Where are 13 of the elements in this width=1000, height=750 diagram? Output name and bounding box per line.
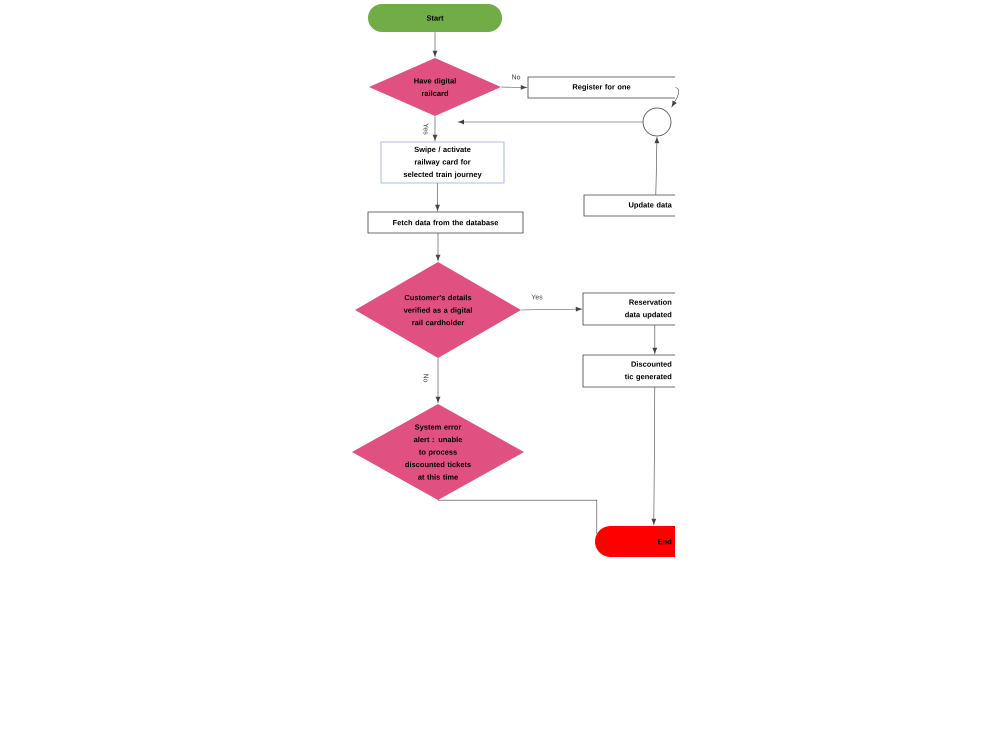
connector-circle — [642, 108, 672, 136]
arrow — [500, 85, 527, 90]
arrow — [432, 116, 438, 141]
arrow — [435, 182, 440, 211]
arrow — [520, 306, 582, 312]
arrow — [432, 32, 438, 57]
arrow — [654, 137, 660, 196]
arrow — [652, 324, 658, 354]
arrow — [458, 120, 644, 124]
arrow — [436, 232, 440, 261]
arrow — [652, 386, 656, 525]
arrow — [436, 358, 440, 403]
arrow — [672, 87, 680, 107]
